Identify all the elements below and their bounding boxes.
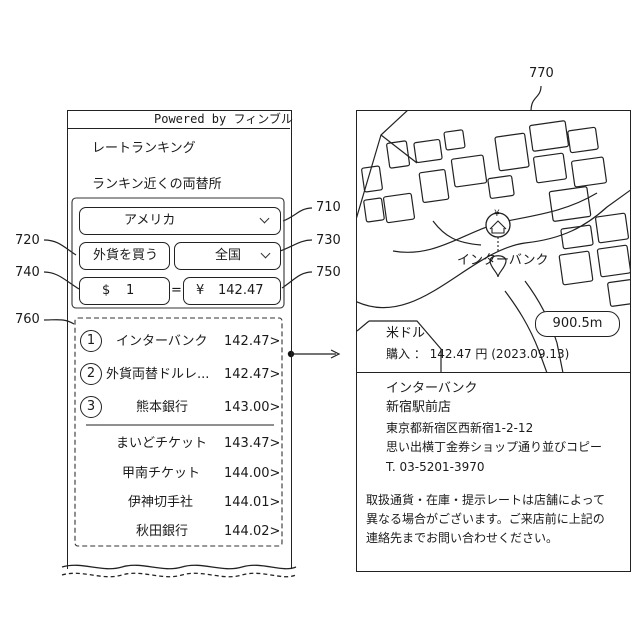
chevron-down-icon [261, 249, 271, 259]
country-select-value: アメリカ [124, 214, 175, 227]
converted-amount-field: ¥ 142.47 [183, 277, 281, 305]
notice-line-3: 連絡先までお問い合わせください。 [366, 532, 558, 544]
input-amount-value: 1 [126, 284, 134, 297]
equals-sign: = [171, 284, 182, 297]
ranking-shop-name: 外貨両替ドルレ... [106, 368, 209, 381]
chevron-down-icon [260, 214, 270, 224]
ranking-shop-name: インターバンク [116, 335, 208, 348]
powered-by-label: Powered by フィンブル [154, 113, 293, 125]
ranking-row-7[interactable]: 秋田銀行 144.02> [78, 520, 280, 542]
ranking-rate: 144.00> [224, 467, 280, 480]
notice-line-1: 取扱通貨・在庫・提示レートは店舗によって [366, 494, 605, 506]
detail-address-line-2: 思い出横丁金券ショップ通り並びコピー [386, 441, 602, 453]
detail-branch-name: 新宿駅前店 [386, 401, 451, 414]
mode-select[interactable]: 外貨を買う [79, 242, 170, 270]
ranking-rate: 144.01> [224, 496, 280, 509]
ranking-rate: 142.47> [224, 335, 280, 348]
amount-input[interactable]: $ 1 [79, 277, 170, 305]
map-pin-symbol: ¥ [494, 210, 500, 219]
reference-750: 750 [316, 266, 341, 279]
distance-badge: 900.5m [535, 311, 620, 337]
reference-720: 720 [15, 234, 40, 247]
ranking-rate: 143.47> [224, 437, 280, 450]
ranking-row-3[interactable]: 3 熊本銀行 143.00> [78, 395, 280, 419]
rank-badge: 3 [80, 396, 102, 418]
ranking-shop-name: 甲南チケット [122, 467, 200, 480]
ranking-row-5[interactable]: 甲南チケット 144.00> [78, 462, 280, 484]
output-currency-symbol: ¥ [196, 284, 204, 297]
rank-badge: 1 [80, 330, 102, 352]
map-divider [356, 372, 631, 373]
ranking-row-2[interactable]: 2 外貨両替ドルレ... 142.47> [78, 362, 280, 386]
currency-name: 米ドル [386, 327, 425, 340]
map-shop-label: インターバンク [457, 254, 549, 267]
section-subtitle: ランキン近くの両替所 [92, 178, 222, 191]
country-select[interactable]: アメリカ [79, 207, 281, 235]
ranking-rate: 142.47> [224, 368, 280, 381]
detail-shop-name: インターバンク [386, 382, 478, 395]
rank-badge: 2 [80, 363, 102, 385]
reference-710: 710 [316, 201, 341, 214]
reference-760: 760 [15, 313, 40, 326]
page-title: レートランキング [92, 142, 196, 155]
ranking-shop-name: まいどチケット [116, 437, 207, 450]
reference-740: 740 [15, 266, 40, 279]
ranking-shop-name: 秋田銀行 [136, 525, 188, 538]
mode-select-value: 外貨を買う [93, 249, 158, 262]
ranking-shop-name: 熊本銀行 [136, 401, 188, 414]
detail-address-line-1: 東京都新宿区西新宿1-2-12 [386, 422, 533, 434]
output-amount-value: 142.47 [218, 284, 264, 297]
input-currency-symbol: $ [102, 284, 110, 297]
ranking-row-1[interactable]: 1 インターバンク 142.47> [78, 329, 280, 353]
ranking-row-6[interactable]: 伊神切手社 144.01> [78, 491, 280, 513]
ranking-shop-name: 伊神切手社 [128, 496, 193, 509]
ranking-row-4[interactable]: まいどチケット 143.47> [78, 432, 280, 454]
area-select[interactable]: 全国 [174, 242, 281, 270]
notice-line-2: 異なる場合がございます。ご来店前に上記の [366, 513, 605, 525]
reference-730: 730 [316, 234, 341, 247]
detail-phone[interactable]: T. 03-5201-3970 [386, 461, 485, 473]
ranking-rate: 143.00> [224, 401, 280, 414]
purchase-rate-line: 購入 ： 142.47 円 (2023.09.13) [386, 348, 569, 360]
ranking-rate: 144.02> [224, 525, 280, 538]
area-select-value: 全国 [215, 249, 241, 262]
reference-770: 770 [529, 67, 554, 80]
